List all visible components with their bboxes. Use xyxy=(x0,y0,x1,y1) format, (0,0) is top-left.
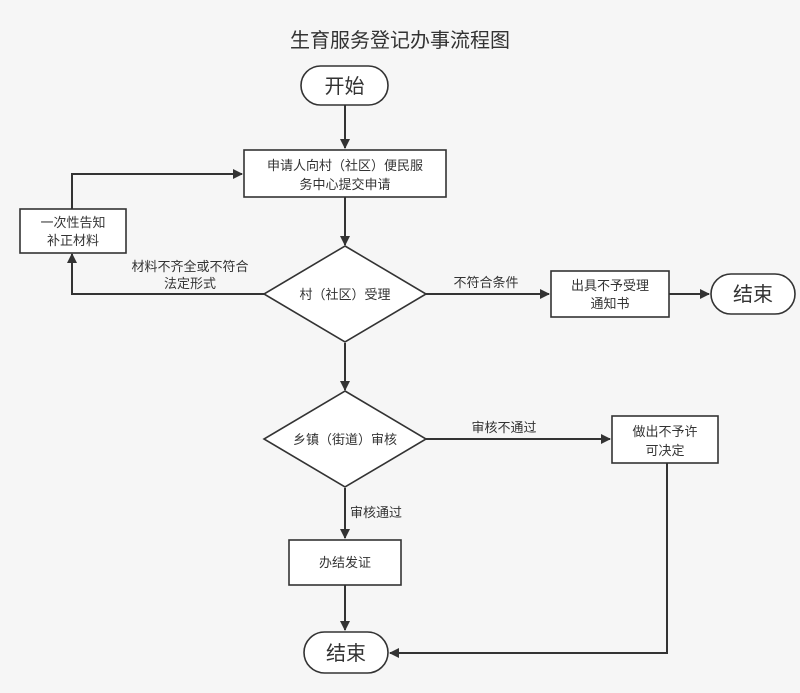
end-bottom-label: 结束 xyxy=(326,641,366,665)
edge-label-incomplete-line1: 材料不齐全或不符合 xyxy=(131,259,248,275)
deny-label-line1: 做出不予许 xyxy=(632,425,697,440)
village-accept-decision: 村（社区）受理 xyxy=(262,245,428,343)
submit-label-line1: 申请人向村（社区）便民服 xyxy=(267,158,423,174)
edge-notify-to-submit xyxy=(71,169,243,209)
reject-notice-label-line2: 通知书 xyxy=(590,296,629,312)
notify-supplement-box: 一次性告知 补正材料 xyxy=(19,208,127,254)
end-right-label: 结束 xyxy=(733,282,773,306)
edge-label-review-passed: 审核通过 xyxy=(350,506,402,521)
deny-decision-box: 做出不予许 可决定 xyxy=(611,415,719,464)
issue-certificate-label: 办结发证 xyxy=(319,555,371,571)
edge-accept-to-notify xyxy=(67,253,264,295)
end-terminator-right: 结束 xyxy=(710,273,796,315)
edge-deny-to-end xyxy=(389,463,668,658)
end-terminator-bottom: 结束 xyxy=(303,631,389,674)
town-review-label: 乡镇（街道）审核 xyxy=(293,433,397,448)
town-review-decision: 乡镇（街道）审核 xyxy=(262,390,428,488)
edge-label-not-qualified: 不符合条件 xyxy=(453,275,518,291)
notify-label-line1: 一次性告知 xyxy=(40,215,105,231)
start-terminator: 开始 xyxy=(300,65,389,106)
deny-label-line2: 可决定 xyxy=(645,444,684,459)
edge-label-review-failed: 审核不通过 xyxy=(471,421,536,436)
issue-certificate-box: 办结发证 xyxy=(288,539,402,586)
reject-notice-box: 出具不予受理 通知书 xyxy=(550,270,670,318)
chart-title: 生育服务登记办事流程图 xyxy=(290,28,510,52)
start-label: 开始 xyxy=(325,74,365,98)
notify-label-line2: 补正材料 xyxy=(47,234,99,249)
reject-notice-label-line1: 出具不予受理 xyxy=(571,279,649,294)
submit-label-line2: 务中心提交申请 xyxy=(299,177,390,193)
edge-label-incomplete-line2: 法定形式 xyxy=(164,277,216,292)
village-accept-label: 村（社区）受理 xyxy=(299,287,390,303)
submit-application-box: 申请人向村（社区）便民服 务中心提交申请 xyxy=(243,149,447,198)
